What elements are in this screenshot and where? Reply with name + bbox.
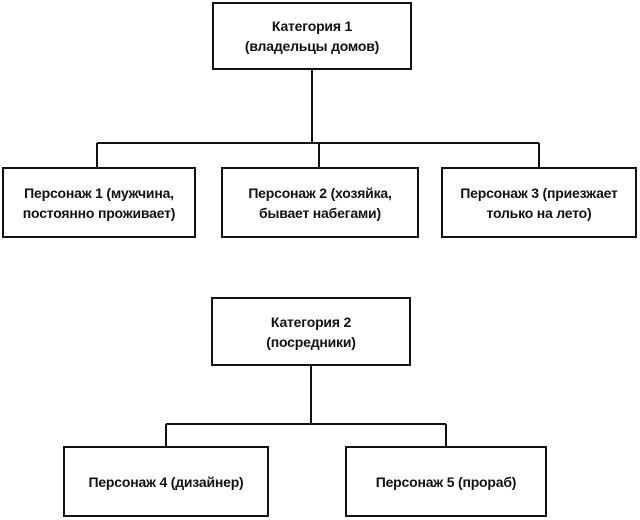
category-2-subtitle: (посредники)	[266, 333, 356, 350]
character-1-line1: Персонаж 1 (мужчина,	[24, 184, 174, 201]
character-2-line1: Персонаж 2 (хозяйка,	[248, 184, 392, 201]
character-3-box: Персонаж 3 (приезжает только на лето)	[441, 167, 637, 238]
character-2-line2: бывает набегами)	[259, 204, 381, 221]
character-5-box: Персонаж 5 (прораб)	[345, 446, 547, 517]
category-2-box: Категория 2 (посредники)	[211, 297, 411, 366]
category-1-subtitle: (владельцы домов)	[244, 38, 380, 54]
character-3-line2: только на лето)	[486, 204, 592, 221]
character-2-box: Персонаж 2 (хозяйка, бывает набегами)	[221, 167, 419, 238]
character-3-line1: Персонаж 3 (приезжает	[460, 184, 618, 201]
category-2-title: Категория 2	[270, 313, 352, 330]
category-1-box: Категория 1 (владельцы домов)	[212, 2, 412, 70]
category-1-title: Категория 1	[271, 18, 353, 34]
character-5-label: Персонаж 5 (прораб)	[375, 473, 517, 490]
character-1-box: Персонаж 1 (мужчина, постоянно проживает…	[2, 167, 196, 238]
character-4-box: Персонаж 4 (дизайнер)	[63, 446, 269, 517]
character-4-label: Персонаж 4 (дизайнер)	[88, 473, 244, 490]
character-1-line2: постоянно проживает)	[22, 204, 176, 221]
